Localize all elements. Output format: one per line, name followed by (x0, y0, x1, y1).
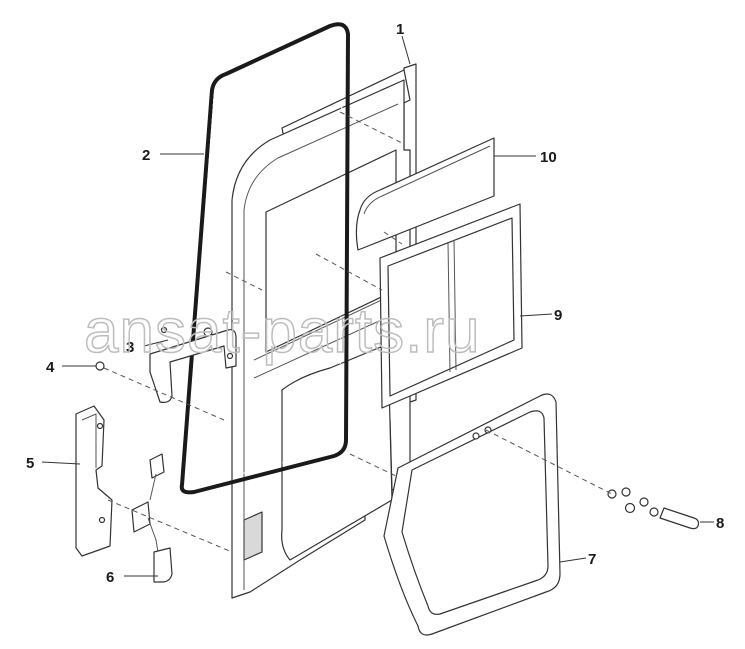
part-5-lock-bracket (75, 405, 113, 557)
part-7-lower-panel (383, 393, 561, 636)
callout-4: 4 (46, 359, 55, 376)
callout-6: 6 (106, 569, 114, 586)
lock-mechanism (131, 453, 165, 553)
callout-1: 1 (396, 21, 404, 38)
assembly-guide-lines (103, 111, 613, 553)
watermark-text: ansat-parts.ru (84, 297, 481, 366)
callout-9: 9 (554, 307, 562, 324)
part-9-sliding-window (379, 203, 523, 409)
part-10-upper-trim (355, 137, 495, 251)
part-6-latch-pad (153, 547, 173, 583)
part-3-pull-handle (149, 326, 237, 403)
callout-7: 7 (588, 551, 596, 568)
callout-3: 3 (126, 339, 134, 356)
callout-2: 2 (142, 147, 150, 164)
callout-5: 5 (26, 455, 34, 472)
leader-lines (41, 35, 714, 577)
callout-10: 10 (540, 149, 557, 166)
callout-labels: 1 2 3 4 5 6 7 8 9 10 (26, 21, 724, 586)
callout-8: 8 (716, 515, 724, 532)
part-8-hardware (607, 487, 700, 530)
part-2-window-seal (179, 22, 350, 495)
